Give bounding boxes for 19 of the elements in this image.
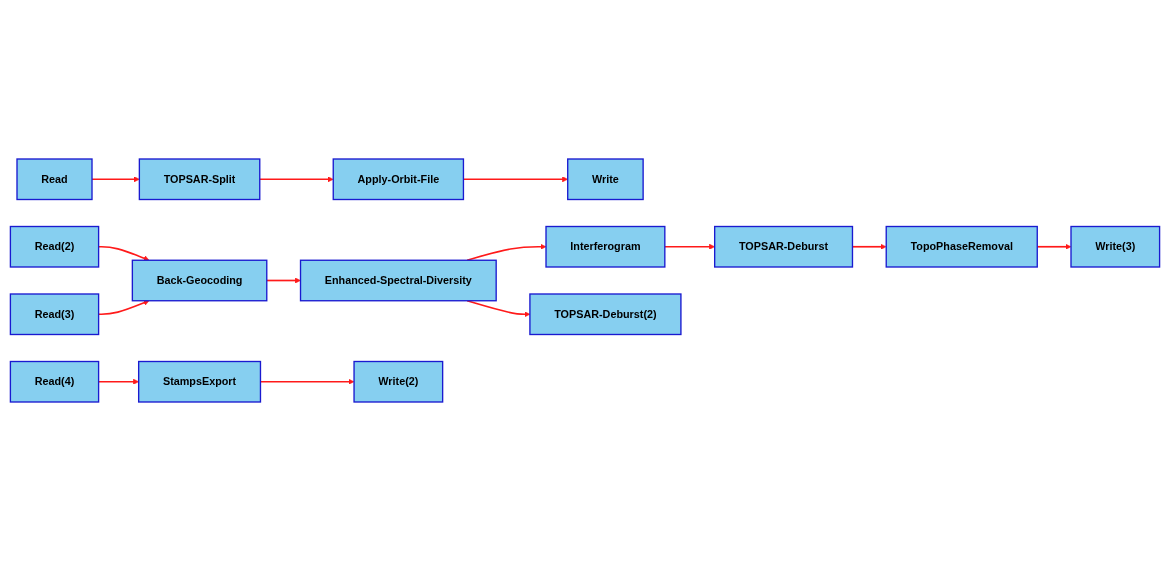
- node-box: Write(2): [352, 360, 443, 403]
- node-box: TOPSAR-Deburst(2): [528, 293, 682, 336]
- node-box: Read(2): [9, 225, 99, 268]
- node-box: TOPSAR-Deburst: [713, 225, 853, 268]
- node-box: Write(3): [1069, 225, 1160, 268]
- node-box: TopoPhaseRemoval: [885, 225, 1038, 268]
- node-box: Write: [566, 158, 644, 201]
- arrow: [851, 243, 886, 250]
- node-box: Interferogram: [544, 225, 665, 268]
- node-box: Back-Geocoding: [131, 259, 267, 302]
- arrow: [259, 378, 354, 385]
- node-box: Read(3): [9, 293, 99, 336]
- node-box: Read(4): [9, 360, 99, 403]
- node-box: Apply-Orbit-File: [332, 158, 464, 201]
- node-box: TOPSAR-Split: [138, 158, 260, 201]
- node-box: Read: [15, 158, 93, 201]
- node-box: StampsExport: [137, 360, 261, 403]
- arrow: [462, 176, 568, 183]
- node-box: Enhanced-Spectral-Diversity: [299, 259, 497, 302]
